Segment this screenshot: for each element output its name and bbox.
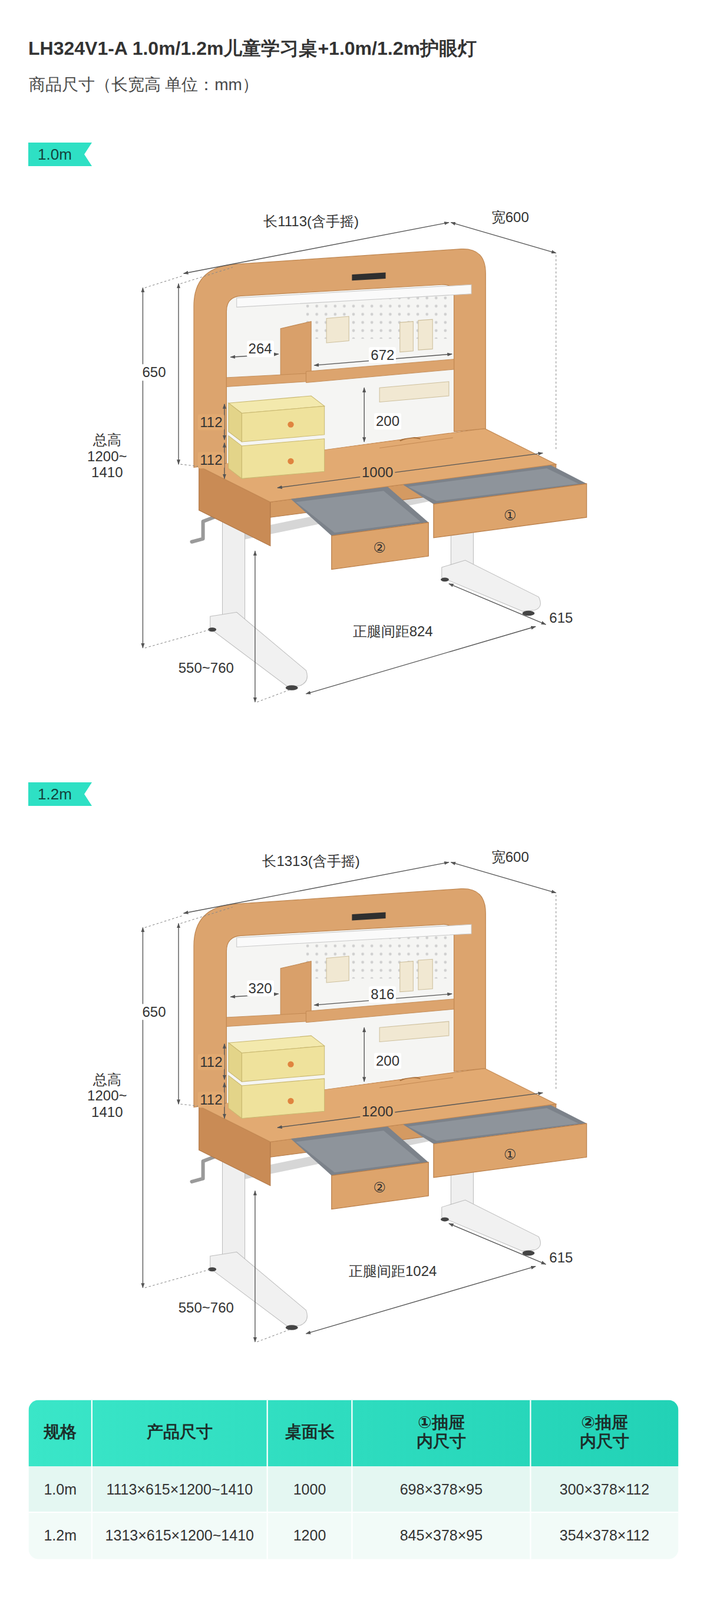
spec-badge: 1.0m bbox=[28, 142, 92, 167]
callout-number: ② bbox=[371, 1179, 388, 1197]
callout-number: ② bbox=[371, 539, 388, 557]
spec-table-background bbox=[28, 1400, 679, 1560]
dimension-label: 650 bbox=[140, 1003, 168, 1021]
callout-number: ① bbox=[502, 507, 518, 524]
spec-badge: 1.2m bbox=[28, 782, 92, 806]
dimension-label: 宽600 bbox=[489, 209, 531, 226]
page-title: LH324V1-A 1.0m/1.2m儿童学习桌+1.0m/1.2m护眼灯 bbox=[28, 37, 477, 60]
dimension-label: 宽600 bbox=[489, 848, 531, 866]
table-header: ②抽屉 内尺寸 bbox=[573, 1413, 636, 1452]
table-cell: 1000 bbox=[293, 1481, 327, 1499]
spec-table-background bbox=[28, 1400, 679, 1560]
dimension-label: 816 bbox=[368, 986, 396, 1004]
spec-table-background bbox=[266, 1400, 269, 1560]
dimension-label: 长1313(含手摇) bbox=[260, 853, 362, 870]
dimension-label: 112 bbox=[197, 414, 224, 431]
dimension-label: 112 bbox=[197, 1054, 224, 1071]
spec-table-background bbox=[28, 1511, 679, 1513]
table-header: 产品尺寸 bbox=[146, 1422, 213, 1442]
dimension-label: 112 bbox=[197, 451, 224, 469]
dimension-label: 总高 1200~ 1410 bbox=[82, 1070, 132, 1121]
dimension-label: 正腿间距1024 bbox=[347, 1263, 439, 1280]
dimension-label: 200 bbox=[374, 1052, 402, 1070]
dimension-label: 650 bbox=[140, 364, 168, 381]
spec-table-background bbox=[28, 1400, 679, 1468]
table-cell: 1.0m bbox=[43, 1481, 77, 1499]
spec-table-background bbox=[28, 1512, 679, 1560]
table-header: ①抽屉 内尺寸 bbox=[410, 1413, 473, 1452]
table-cell: 354×378×112 bbox=[559, 1527, 650, 1545]
spec-table-background bbox=[351, 1400, 353, 1560]
table-cell: 698×378×95 bbox=[400, 1481, 483, 1499]
dimension-label: 1200 bbox=[359, 1104, 395, 1121]
dimension-label: 320 bbox=[246, 980, 274, 997]
dimension-label: 550~760 bbox=[176, 1299, 236, 1317]
dimension-label: 正腿间距824 bbox=[351, 623, 435, 640]
spec-table-background bbox=[91, 1400, 93, 1560]
table-cell: 845×378×95 bbox=[400, 1527, 483, 1545]
table-cell: 1113×615×1200~1410 bbox=[106, 1481, 253, 1499]
table-cell: 1313×615×1200~1410 bbox=[105, 1527, 254, 1545]
table-cell: 300×378×112 bbox=[559, 1481, 650, 1499]
dimension-label: 672 bbox=[368, 347, 396, 364]
spec-table-background bbox=[529, 1400, 531, 1560]
desk-illustration-1-2m bbox=[142, 862, 587, 1343]
desk-illustration-1m bbox=[142, 222, 587, 703]
dimension-label: 112 bbox=[197, 1091, 224, 1109]
dimension-label: 1000 bbox=[359, 464, 395, 481]
table-header: 规格 bbox=[43, 1422, 77, 1442]
callout-number: ① bbox=[502, 1146, 518, 1164]
table-header: 桌面长 bbox=[285, 1422, 335, 1442]
badge-text: 1.2m bbox=[28, 785, 72, 804]
dimension-label: 200 bbox=[374, 413, 402, 430]
table-cell: 1200 bbox=[293, 1527, 327, 1545]
dimension-label: 总高 1200~ 1410 bbox=[82, 431, 132, 482]
dimension-label: 615 bbox=[547, 1249, 575, 1267]
dimension-label: 615 bbox=[547, 610, 575, 627]
table-cell: 1.2m bbox=[43, 1527, 77, 1545]
badge-text: 1.0m bbox=[28, 145, 72, 164]
dimension-label: 550~760 bbox=[176, 659, 236, 677]
spec-table-background bbox=[28, 1466, 679, 1513]
subtitle: 商品尺寸（长宽高 单位：mm） bbox=[28, 75, 259, 95]
dimension-label: 264 bbox=[246, 340, 274, 358]
dimension-label: 长1113(含手摇) bbox=[261, 213, 361, 230]
